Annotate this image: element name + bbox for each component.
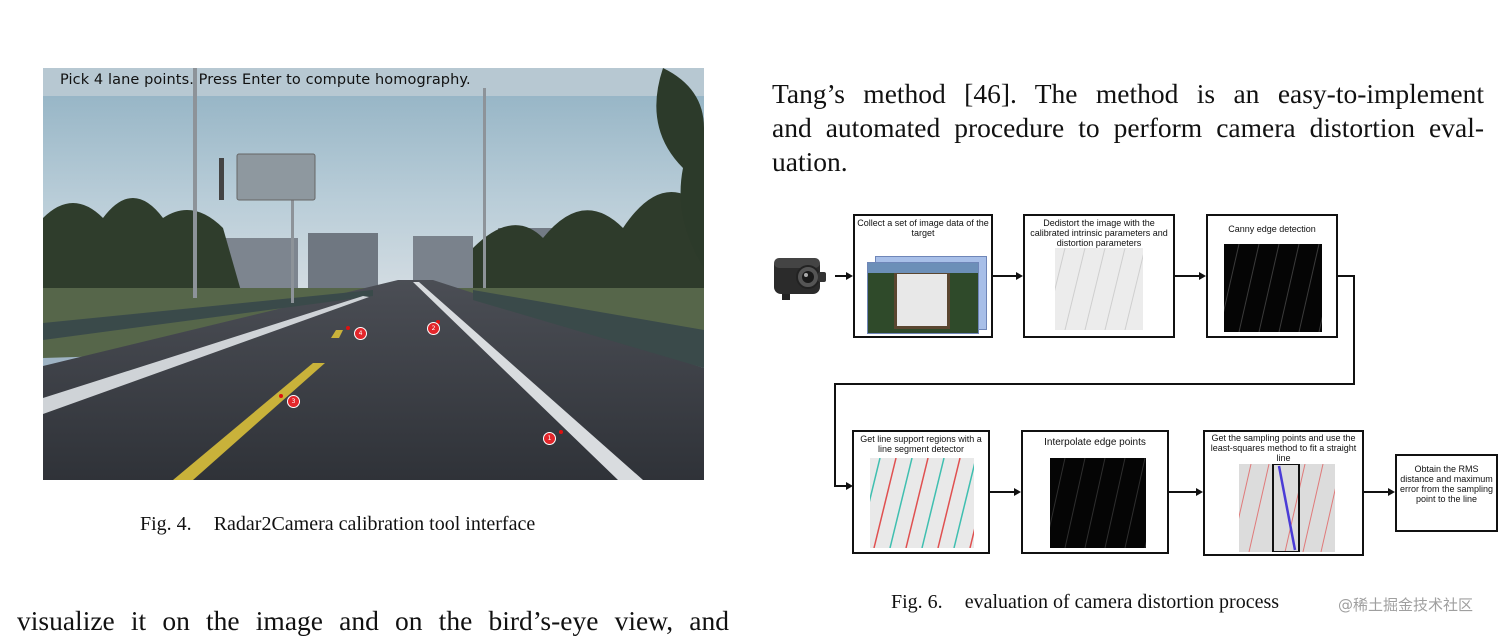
target-photo	[867, 262, 979, 334]
fig4-caption-label: Fig. 4.	[140, 513, 192, 535]
lane-point-4[interactable]: 4	[354, 327, 367, 340]
flow-connector	[1338, 275, 1355, 277]
step-label: Get line support regions with a line seg…	[860, 434, 982, 454]
body-paragraph-bottom: visualize it on the image and on the bir…	[17, 604, 729, 638]
flow-arrow	[834, 485, 846, 487]
canny-edges-thumbnail	[1224, 244, 1322, 332]
paragraph-line: visualize it on the image and on the bir…	[17, 605, 729, 636]
step-line-support-regions: Get line support regions with a line seg…	[852, 430, 990, 554]
line-fit-thumbnail	[1239, 464, 1335, 552]
dedistorted-target-thumbnail	[1055, 248, 1143, 330]
step-label: Canny edge detection	[1228, 224, 1316, 234]
dashcam-icon	[774, 258, 826, 300]
arrow-head	[1196, 488, 1203, 496]
edge-points-thumbnail	[1050, 458, 1146, 548]
flow-arrow	[1364, 491, 1389, 493]
line-segments-thumbnail	[870, 458, 974, 548]
fig6-caption-text: evaluation of camera distortion process	[964, 591, 1280, 613]
fig4-caption: Fig. 4. Radar2Camera calibration tool int…	[140, 513, 535, 536]
flow-arrow	[1169, 491, 1197, 493]
lane-point-1[interactable]: 1	[543, 432, 556, 445]
flow-arrow	[990, 491, 1015, 493]
step-dedistort-image: Dedistort the image with the calibrated …	[1023, 214, 1175, 338]
step-rms-distance: Obtain the RMS distance and maximum erro…	[1395, 454, 1498, 532]
lane-point-marker	[346, 326, 350, 330]
step-label: Get the sampling points and use the leas…	[1210, 433, 1357, 463]
step-least-squares-fit: Get the sampling points and use the leas…	[1203, 430, 1364, 556]
step-label: Obtain the RMS distance and maximum erro…	[1399, 464, 1494, 504]
fig4-caption-text: Radar2Camera calibration tool interface	[213, 513, 536, 535]
site-watermark: @稀土掘金技术社区	[1338, 596, 1474, 614]
homography-instruction: Pick 4 lane points. Press Enter to compu…	[60, 72, 471, 88]
arrow-head	[1199, 272, 1206, 280]
lane-point-marker	[436, 320, 440, 324]
flow-connector	[834, 383, 836, 487]
arrow-head	[846, 482, 853, 490]
arrow-head	[1388, 488, 1395, 496]
fig6-caption: Fig. 6. evaluation of camera distortion p…	[891, 591, 1279, 614]
step-interpolate-edge-points: Interpolate edge points	[1021, 430, 1169, 554]
step-label: Collect a set of image data of the targe…	[857, 218, 989, 238]
flow-arrow	[835, 275, 847, 277]
step-canny-edge-detection: Canny edge detection	[1206, 214, 1338, 338]
radar2camera-tool-screenshot[interactable]: Pick 4 lane points. Press Enter to compu…	[43, 68, 704, 480]
flow-arrow	[993, 275, 1017, 277]
step-label: Interpolate edge points	[1044, 437, 1146, 448]
step-label: Dedistort the image with the calibrated …	[1030, 218, 1168, 248]
paragraph-line: and automated procedure to perform camer…	[772, 112, 1484, 143]
body-paragraph-right: Tang’s method [46]. The method is an eas…	[772, 77, 1484, 179]
flow-connector	[834, 383, 1355, 385]
lane-point-3[interactable]: 3	[287, 395, 300, 408]
arrow-head	[1014, 488, 1021, 496]
arrow-head	[846, 272, 853, 280]
arrow-head	[1016, 272, 1023, 280]
flow-arrow	[1175, 275, 1199, 277]
fig6-caption-label: Fig. 6.	[891, 591, 943, 613]
lane-point-marker	[559, 430, 563, 434]
lane-point-marker	[279, 394, 283, 398]
paragraph-line: Tang’s method [46]. The method is an eas…	[772, 78, 1484, 109]
road-scene	[43, 68, 704, 480]
step-collect-image-data: Collect a set of image data of the targe…	[853, 214, 993, 338]
lane-point-2[interactable]: 2	[427, 322, 440, 335]
paragraph-line: uation.	[772, 146, 848, 177]
flow-connector	[1353, 275, 1355, 385]
